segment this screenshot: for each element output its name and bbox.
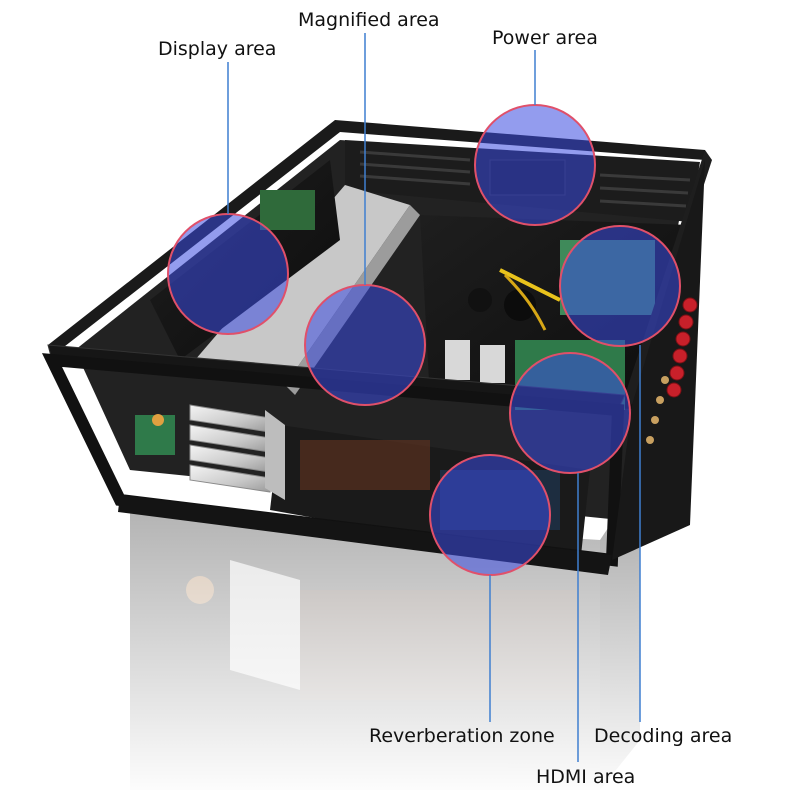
decoding-area-label: Decoding area: [594, 725, 733, 747]
reverberation-zone-label: Reverberation zone: [369, 725, 555, 747]
hdmi-area-highlight: [509, 352, 631, 474]
reflection-fade: [0, 505, 800, 800]
power-area-label: Power area: [492, 27, 598, 49]
reverberation-zone-highlight: [429, 454, 551, 576]
decoding-area-highlight: [559, 225, 681, 347]
magnified-area-label: Magnified area: [298, 9, 440, 31]
display-area-label: Display area: [158, 38, 277, 60]
leader-lines: [227, 33, 641, 762]
power-area-highlight: [474, 104, 596, 226]
hdmi-area-label: HDMI area: [536, 766, 636, 788]
display-area-highlight: [167, 213, 289, 335]
magnified-area-highlight: [304, 284, 426, 406]
